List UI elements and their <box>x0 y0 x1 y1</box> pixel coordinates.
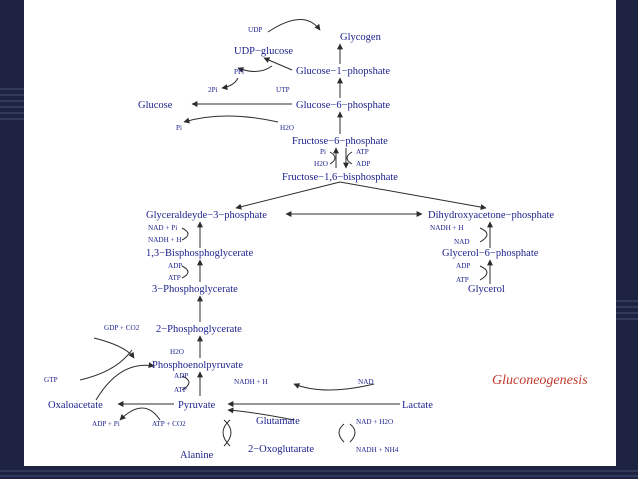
reaction-arrows <box>79 19 493 447</box>
cofactor-gtp: GTP <box>44 376 58 384</box>
cofactor-nad-right: NAD <box>454 238 470 246</box>
cofactor-ppi: PPi <box>234 68 244 76</box>
cofactor-h2o-glucose: H2O <box>280 124 294 132</box>
cofactor-adp-glycerol: ADP <box>456 262 470 270</box>
slide-panel: Glycogen UDP−glucose Glucose−1−phopshate… <box>24 0 616 466</box>
node-glyceraldehyde-3-phosphate: Glyceraldeyde−3−phosphate <box>146 210 267 221</box>
node-oxaloacetate: Oxaloacetate <box>48 400 103 411</box>
cofactor-atp-glycerol: ATP <box>456 276 469 284</box>
cofactor-nadh-h-right: NADH + H <box>430 224 464 232</box>
cofactor-h2o-f16: H2O <box>314 160 328 168</box>
node-glycerol-6-phosphate: Glycerol−6−phosphate <box>442 248 539 259</box>
cofactor-pi-glucose: Pi <box>176 124 182 132</box>
node-udp-glucose: UDP−glucose <box>234 46 293 57</box>
cofactor-atp-pep: ATP <box>174 386 187 394</box>
node-glucose-1-phosphate: Glucose−1−phopshate <box>296 66 390 77</box>
node-lactate: Lactate <box>402 400 433 411</box>
cofactor-atp-bpg: ATP <box>168 274 181 282</box>
node-glycogen: Glycogen <box>340 32 382 43</box>
cofactor-nadh-nh4: NADH + NH4 <box>356 446 399 454</box>
cofactor-utp: UTP <box>276 86 290 94</box>
node-3-phosphoglycerate: 3−Phosphoglycerate <box>152 284 238 295</box>
cofactor-nad-pi: NAD + Pi <box>148 224 177 232</box>
cofactor-nad-h2o: NAD + H2O <box>356 418 393 426</box>
node-glutamate: Glutamate <box>256 416 300 427</box>
node-phosphoenolpyruvate: Phosphoenolpyruvate <box>152 360 243 371</box>
cofactor-nadh-h-left: NADH + H <box>148 236 182 244</box>
cofactor-atp-f16: ATP <box>356 148 369 156</box>
node-alanine: Alanine <box>180 450 214 461</box>
cofactor-adp-pep: ADP <box>174 372 188 380</box>
cofactor-adp-bpg: ADP <box>168 262 182 270</box>
cofactor-h2o-pep: H2O <box>170 348 184 356</box>
node-dihydroxyacetone-phosphate: Dihydroxyacetone−phosphate <box>428 210 554 221</box>
cofactor-gdp-co2: GDP + CO2 <box>104 324 140 332</box>
cofactor-udp: UDP <box>248 26 262 34</box>
node-glucose: Glucose <box>138 100 173 111</box>
cofactor-nadh-h-lactate: NADH + H <box>234 378 268 386</box>
cofactor-adp-f16: ADP <box>356 160 370 168</box>
node-13-bisphosphoglycerate: 1,3−Bisphosphoglycerate <box>146 248 253 259</box>
cofactor-nad-lactate: NAD <box>358 378 374 386</box>
cofactor-2pi: 2Pi <box>208 86 218 94</box>
gluconeogenesis-diagram: Glycogen UDP−glucose Glucose−1−phopshate… <box>44 19 588 461</box>
node-2-oxoglutarate: 2−Oxoglutarate <box>248 444 314 455</box>
node-glycerol: Glycerol <box>468 284 505 295</box>
cofactor-pi-f16: Pi <box>320 148 326 156</box>
node-fructose-6-phosphate: Fructose−6−phosphate <box>292 136 388 147</box>
metabolite-nodes: Glycogen UDP−glucose Glucose−1−phopshate… <box>48 32 554 461</box>
cofactor-atp-co2: ATP + CO2 <box>152 420 186 428</box>
diagram-title: Gluconeogenesis <box>492 373 588 388</box>
cofactor-labels: UDP PPi UTP 2Pi Pi H2O Pi ATP H2O ADP NA… <box>44 26 470 454</box>
node-pyruvate: Pyruvate <box>178 400 216 411</box>
node-fructose-16-bisphosphate: Fructose−1,6−bisphosphate <box>282 172 398 183</box>
cofactor-adp-pi: ADP + Pi <box>92 420 120 428</box>
node-glucose-6-phosphate: Glucose−6−phosphate <box>296 100 390 111</box>
node-2-phosphoglycerate: 2−Phosphoglycerate <box>156 324 242 335</box>
